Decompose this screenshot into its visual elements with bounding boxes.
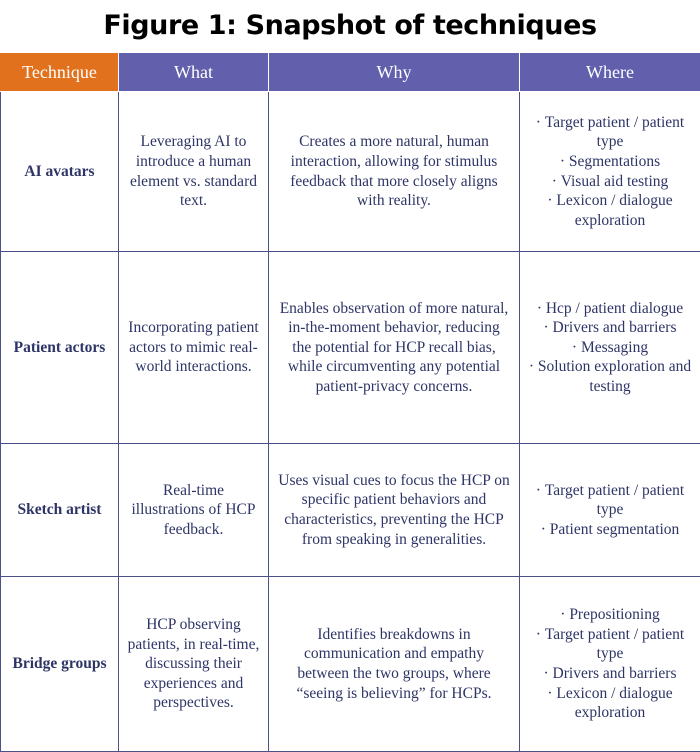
list-item-label: Lexicon / dialogue exploration (556, 685, 672, 722)
list-item-label: Visual aid testing (561, 173, 669, 190)
list-item: · Target patient / patient type (526, 481, 694, 520)
column-header-what: What (119, 54, 269, 92)
list-item-label: Segmentations (569, 153, 660, 170)
list-item-label: Prepositioning (569, 606, 659, 623)
cell-what: HCP observing patients, in real-time, di… (119, 577, 269, 752)
list-item-label: Solution exploration and testing (538, 358, 691, 395)
cell-why: Uses visual cues to focus the HCP on spe… (269, 444, 520, 577)
list-item-label: Drivers and barriers (553, 665, 677, 682)
column-header-why: Why (269, 54, 520, 92)
list-item: · Prepositioning (526, 605, 694, 625)
list-item: · Messaging (526, 338, 694, 358)
list-item: · Drivers and barriers (526, 664, 694, 684)
list-item-label: Patient segmentation (550, 521, 680, 538)
where-list: · Hcp / patient dialogue · Drivers and b… (526, 299, 694, 397)
cell-technique: Bridge groups (1, 577, 119, 752)
table-row: Sketch artist Real-time illustrations of… (1, 444, 700, 577)
where-list: · Target patient / patient type · Patien… (526, 481, 694, 540)
where-list: · Target patient / patient type · Segmen… (526, 113, 694, 230)
bullet-icon: · (544, 319, 549, 336)
where-list: · Prepositioning · Target patient / pati… (526, 605, 694, 722)
cell-why: Identifies breakdowns in communication a… (269, 577, 520, 752)
column-header-where: Where (520, 54, 700, 92)
figure-title: Figure 1: Snapshot of techniques (0, 0, 700, 53)
cell-where: · Hcp / patient dialogue · Drivers and b… (520, 252, 700, 444)
cell-technique: Patient actors (1, 252, 119, 444)
cell-what: Incorporating patient actors to mimic re… (119, 252, 269, 444)
cell-where: · Target patient / patient type · Patien… (520, 444, 700, 577)
list-item-label: Target patient / patient type (545, 626, 684, 663)
list-item: · Target patient / patient type (526, 625, 694, 664)
bullet-icon: · (529, 358, 534, 375)
table-row: Bridge groups HCP observing patients, in… (1, 577, 700, 752)
bullet-icon: · (552, 173, 557, 190)
bullet-icon: · (560, 606, 565, 623)
bullet-icon: · (547, 685, 552, 702)
figure-container: Figure 1: Snapshot of techniques Techniq… (0, 0, 700, 700)
header-row: Technique What Why Where (1, 54, 700, 92)
list-item: · Lexicon / dialogue exploration (526, 191, 694, 230)
list-item-label: Hcp / patient dialogue (546, 300, 683, 317)
cell-where: · Prepositioning · Target patient / pati… (520, 577, 700, 752)
bullet-icon: · (560, 153, 565, 170)
cell-technique: AI avatars (1, 92, 119, 252)
list-item: · Segmentations (526, 152, 694, 172)
table-header: Technique What Why Where (1, 54, 700, 92)
list-item: · Target patient / patient type (526, 113, 694, 152)
list-item: · Drivers and barriers (526, 318, 694, 338)
list-item: · Hcp / patient dialogue (526, 299, 694, 319)
cell-what: Real-time illustrations of HCP feedback. (119, 444, 269, 577)
cell-technique: Sketch artist (1, 444, 119, 577)
list-item: · Visual aid testing (526, 172, 694, 192)
bullet-icon: · (536, 626, 541, 643)
table-body: AI avatars Leveraging AI to introduce a … (1, 92, 700, 752)
column-header-technique: Technique (1, 54, 119, 92)
bullet-icon: · (536, 482, 541, 499)
list-item-label: Messaging (581, 339, 648, 356)
list-item: · Patient segmentation (526, 520, 694, 540)
cell-what: Leveraging AI to introduce a human eleme… (119, 92, 269, 252)
techniques-table: Technique What Why Where AI avatars Leve… (0, 53, 700, 752)
table-row: Patient actors Incorporating patient act… (1, 252, 700, 444)
bullet-icon: · (537, 300, 542, 317)
list-item-label: Lexicon / dialogue exploration (556, 192, 672, 229)
list-item: · Lexicon / dialogue exploration (526, 684, 694, 723)
cell-why: Enables observation of more natural, in-… (269, 252, 520, 444)
cell-where: · Target patient / patient type · Segmen… (520, 92, 700, 252)
list-item: · Solution exploration and testing (526, 357, 694, 396)
bullet-icon: · (544, 665, 549, 682)
bullet-icon: · (547, 192, 552, 209)
list-item-label: Target patient / patient type (545, 114, 684, 151)
list-item-label: Target patient / patient type (545, 482, 684, 519)
bullet-icon: · (536, 114, 541, 131)
bullet-icon: · (572, 339, 577, 356)
cell-why: Creates a more natural, human interactio… (269, 92, 520, 252)
table-row: AI avatars Leveraging AI to introduce a … (1, 92, 700, 252)
list-item-label: Drivers and barriers (553, 319, 677, 336)
bullet-icon: · (541, 521, 546, 538)
